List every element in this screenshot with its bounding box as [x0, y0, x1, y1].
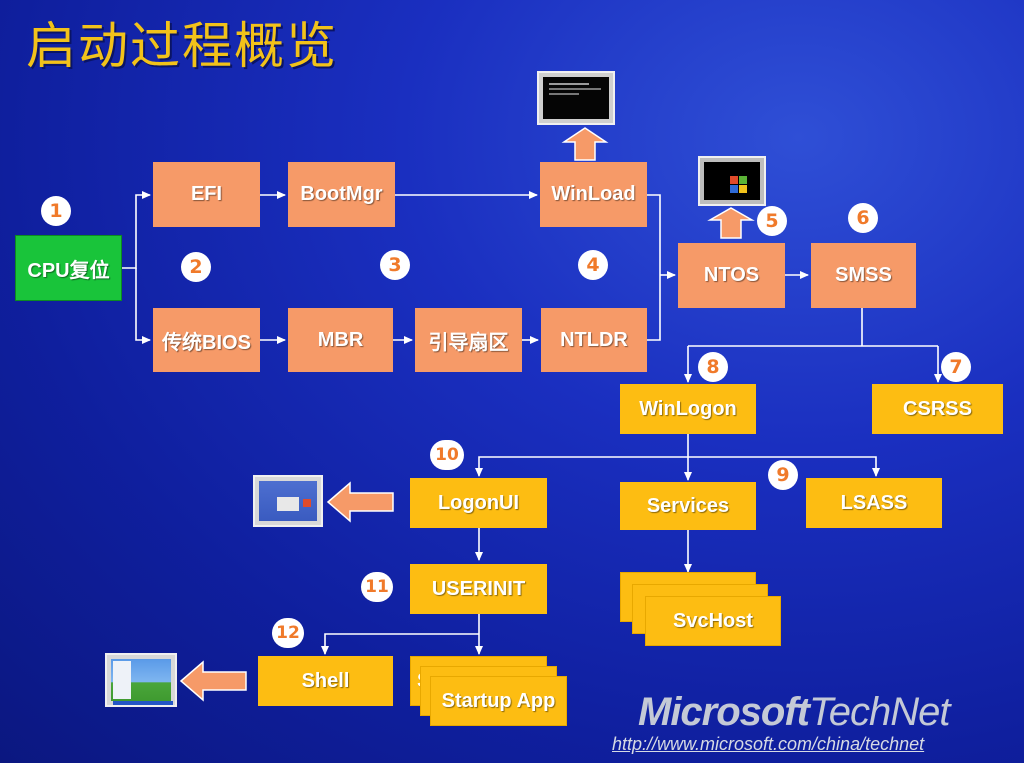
startup-app-node: Startup App — [430, 676, 567, 726]
step-badge-1: 1 — [41, 196, 71, 226]
step-badge-11: 11 — [361, 572, 393, 602]
csrss-node: CSRSS — [872, 384, 1003, 434]
arrow-left-icon — [326, 481, 394, 523]
step-badge-5: 5 — [757, 206, 787, 236]
arrow-up-icon — [707, 207, 755, 239]
monitor-icon — [698, 156, 766, 206]
monitor-icon — [253, 475, 323, 527]
monitor-icon — [105, 653, 177, 707]
mbr-node: MBR — [288, 308, 393, 372]
boot-sector-node: 引导扇区 — [415, 308, 522, 372]
step-badge-3: 3 — [380, 250, 410, 280]
smss-node: SMSS — [811, 243, 916, 308]
step-badge-2: 2 — [181, 252, 211, 282]
step-badge-6: 6 — [848, 203, 878, 233]
winlogon-node: WinLogon — [620, 384, 756, 434]
lsass-node: LSASS — [806, 478, 942, 528]
bios-node: 传统BIOS — [153, 308, 260, 372]
shell-node: Shell — [258, 656, 393, 706]
step-badge-12: 12 — [272, 618, 304, 648]
ntos-node: NTOS — [678, 243, 785, 308]
cpu-reset-node: CPU复位 — [15, 235, 122, 301]
arrow-up-icon — [561, 127, 609, 161]
page-title: 启动过程概览 — [26, 17, 338, 75]
svchost-node: SvcHost — [645, 596, 781, 646]
ntldr-node: NTLDR — [541, 308, 647, 372]
step-badge-9: 9 — [768, 460, 798, 490]
efi-node: EFI — [153, 162, 260, 227]
bootmgr-node: BootMgr — [288, 162, 395, 227]
step-badge-7: 7 — [941, 352, 971, 382]
brand-logo: MicrosoftTechNet — [638, 690, 950, 734]
arrow-left-icon — [179, 660, 247, 702]
logonui-node: LogonUI — [410, 478, 547, 528]
services-node: Services — [620, 482, 756, 530]
userinit-node: USERINIT — [410, 564, 547, 614]
step-badge-10: 10 — [430, 440, 464, 470]
step-badge-4: 4 — [578, 250, 608, 280]
monitor-icon — [537, 71, 615, 125]
step-badge-8: 8 — [698, 352, 728, 382]
brand-url-link[interactable]: http://www.microsoft.com/china/technet — [612, 734, 925, 754]
winload-node: WinLoad — [540, 162, 647, 227]
